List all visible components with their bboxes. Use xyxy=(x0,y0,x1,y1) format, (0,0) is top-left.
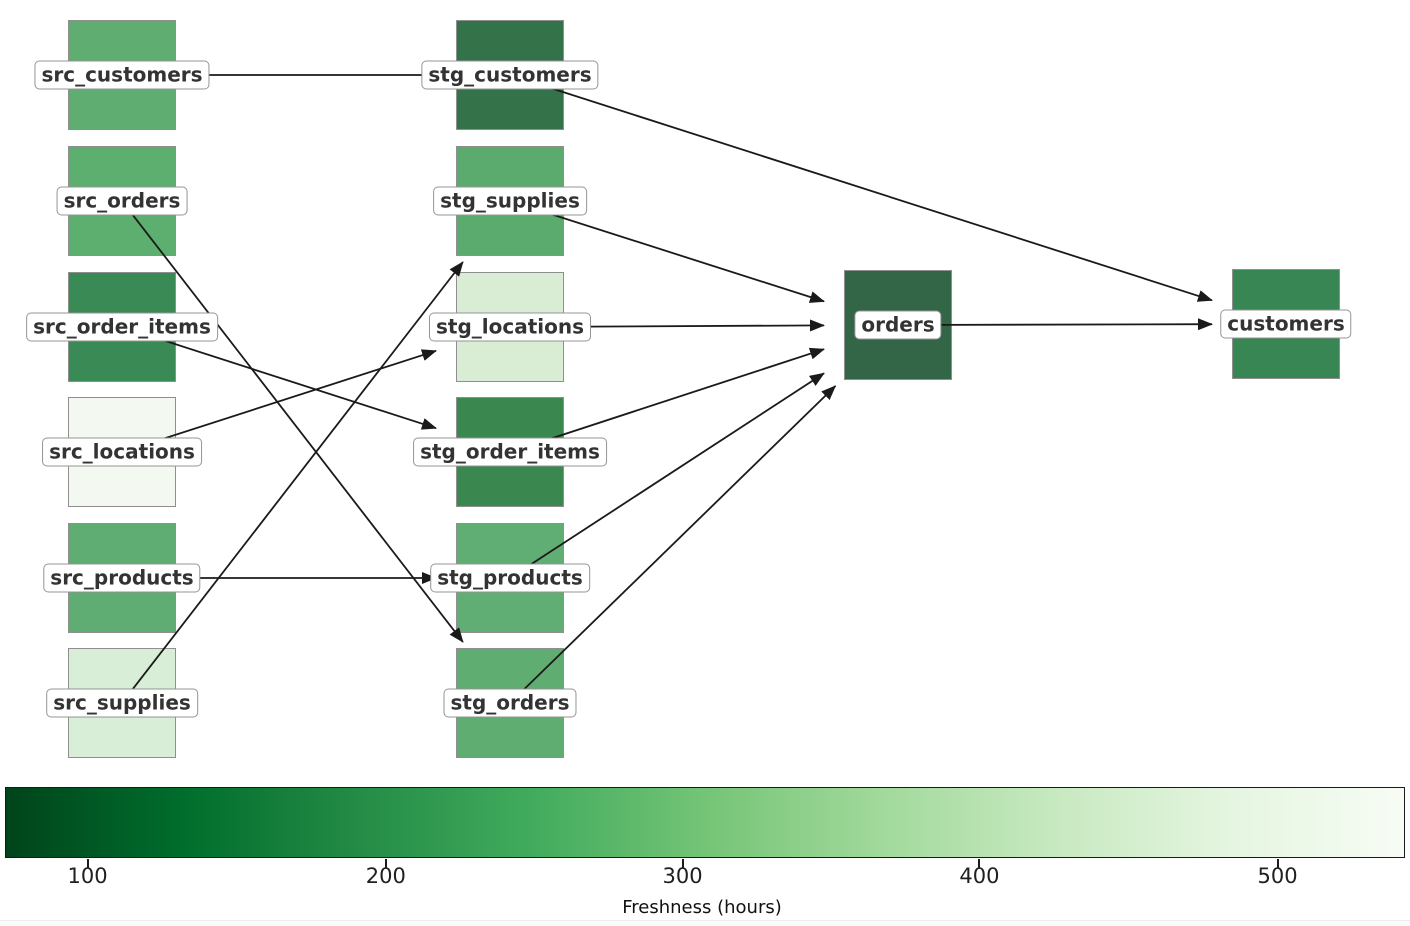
colorbar-tick-mark xyxy=(978,859,981,868)
node-label-customers: customers xyxy=(1220,309,1352,339)
edge-src_locations-stg_locations xyxy=(121,349,437,453)
edge-orders-customers xyxy=(897,318,1213,331)
node-label-stg_locations: stg_locations xyxy=(428,312,592,342)
colorbar-tick-mark xyxy=(1276,859,1279,868)
colorbar-gradient xyxy=(5,787,1405,858)
edge-stg_customers-customers xyxy=(509,74,1213,302)
colorbar-axis-label: Freshness (hours) xyxy=(622,897,782,918)
node-label-stg_supplies: stg_supplies xyxy=(433,186,587,216)
edge-src_orders-stg_orders xyxy=(121,200,464,643)
node-label-src_products: src_products xyxy=(43,563,201,593)
node-label-src_orders: src_orders xyxy=(56,186,188,216)
colorbar-tick-label: 500 xyxy=(1257,864,1298,888)
node-label-orders: orders xyxy=(854,310,942,340)
colorbar-tick-label: 300 xyxy=(662,864,703,888)
node-label-stg_order_items: stg_order_items xyxy=(413,437,607,467)
node-label-src_order_items: src_order_items xyxy=(26,312,218,342)
edge-stg_products-orders xyxy=(509,372,825,579)
node-label-stg_customers: stg_customers xyxy=(421,60,599,90)
colorbar-tick-label: 200 xyxy=(365,864,406,888)
node-label-src_supplies: src_supplies xyxy=(46,688,198,718)
colorbar-tick-mark xyxy=(384,859,387,868)
node-label-stg_orders: stg_orders xyxy=(443,688,577,718)
edge-stg_supplies-orders xyxy=(509,200,825,303)
node-label-stg_products: stg_products xyxy=(430,563,590,593)
node-label-src_locations: src_locations xyxy=(42,437,202,467)
edge-src_supplies-stg_supplies xyxy=(121,261,464,704)
edge-src_order_items-stg_order_items xyxy=(121,326,437,430)
colorbar-tick-mark xyxy=(681,859,684,868)
node-label-src_customers: src_customers xyxy=(34,60,210,90)
window-bottom-edge xyxy=(0,920,1410,926)
colorbar-tick-label: 100 xyxy=(67,864,108,888)
colorbar-tick-mark xyxy=(86,859,89,868)
edge-stg_order_items-orders xyxy=(509,347,825,453)
colorbar-tick-label: 400 xyxy=(959,864,1000,888)
edge-stg_orders-orders xyxy=(509,385,837,704)
